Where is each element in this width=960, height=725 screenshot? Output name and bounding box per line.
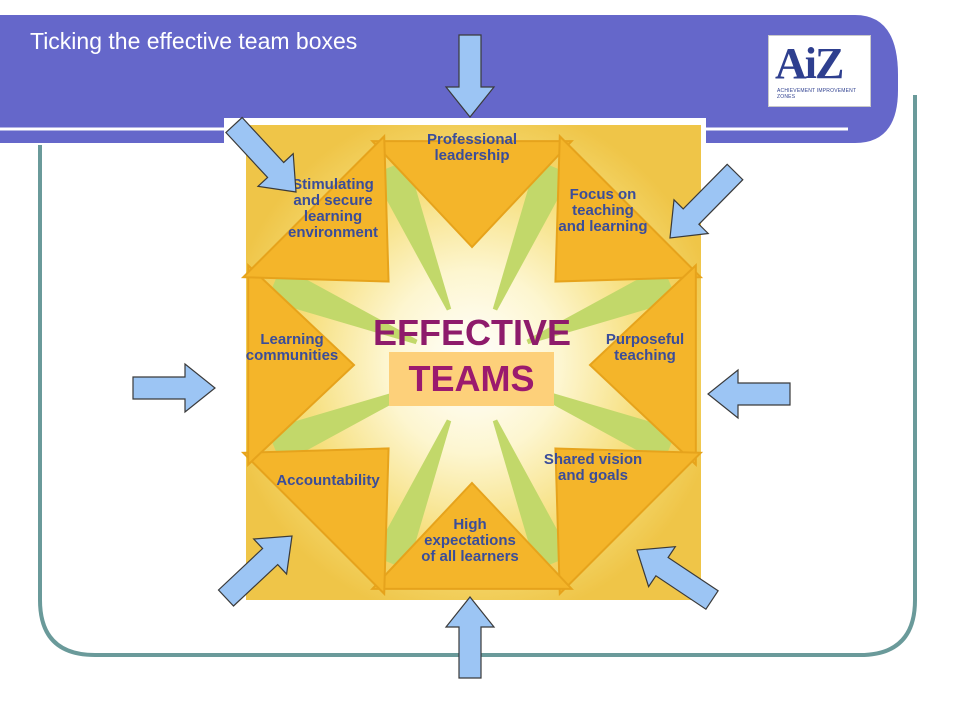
segment-label-line: expectations xyxy=(424,532,516,549)
segment-accountability xyxy=(240,447,390,597)
diagram-segments xyxy=(240,133,704,597)
arrow-bottom xyxy=(444,596,496,679)
diagram-spoke xyxy=(492,159,572,311)
arrow-bottom-left xyxy=(217,535,293,607)
arrow-bottom-right xyxy=(636,545,719,611)
segment-label-line: Focus on xyxy=(570,186,637,203)
segment-shared-vision xyxy=(554,447,704,597)
segment-label-line: Accountability xyxy=(276,472,380,489)
segment-stimulating-environment xyxy=(240,133,390,283)
segment-label-line: Shared vision xyxy=(544,451,642,468)
segment-focus-on-teaching xyxy=(554,133,704,283)
arrow-left xyxy=(132,362,216,414)
segment-professional-leadership xyxy=(370,140,574,249)
segment-label-line: High xyxy=(453,516,486,533)
segment-label-line: of all learners xyxy=(421,548,519,565)
diagram-arrows xyxy=(132,34,791,679)
segment-label-line: and secure xyxy=(293,192,372,209)
segment-label-line: Purposeful xyxy=(606,331,684,348)
arrow-top-right xyxy=(669,163,744,239)
segment-purposeful-teaching xyxy=(588,263,697,467)
arrow-top-left xyxy=(225,116,297,193)
slide-title: Ticking the effective team boxes xyxy=(30,28,358,54)
segment-label-line: leadership xyxy=(434,147,509,164)
arrow-top xyxy=(444,34,496,118)
segment-label-line: Stimulating xyxy=(292,176,374,193)
segment-label-line: teaching xyxy=(572,202,634,219)
header-bar xyxy=(0,15,898,143)
logo-subtext: ACHIEVEMENT IMPROVEMENT ZONES xyxy=(777,88,857,100)
teams-label: TEAMS xyxy=(389,352,554,406)
diagram-spokes xyxy=(266,159,678,571)
segment-label-accountability: Accountability xyxy=(276,472,380,489)
logo-mark: AiZ xyxy=(775,39,844,88)
diagram-spoke xyxy=(372,419,452,571)
diagram-spoke xyxy=(266,385,418,465)
segment-label-line: and learning xyxy=(558,218,647,235)
segment-label-line: learning xyxy=(304,208,362,225)
segment-label-line: Professional xyxy=(427,131,517,148)
segment-label-line: and goals xyxy=(558,467,628,484)
diagram-spoke xyxy=(526,385,678,465)
aiz-logo: AiZ ACHIEVEMENT IMPROVEMENT ZONES xyxy=(768,35,871,107)
segment-high-expectations xyxy=(370,481,574,590)
segment-label-line: Learning xyxy=(260,331,323,348)
arrow-right xyxy=(707,368,791,420)
segment-label-line: communities xyxy=(246,347,339,364)
diagram-spoke xyxy=(492,419,572,571)
segment-label-line: environment xyxy=(288,224,378,241)
diagram-spoke xyxy=(266,265,418,345)
effective-title: EFFECTIVE xyxy=(373,312,571,353)
diagram-spoke xyxy=(372,159,452,311)
segment-learning-communities xyxy=(247,263,356,467)
segment-label-line: teaching xyxy=(614,347,676,364)
diagram-spoke xyxy=(526,265,678,345)
